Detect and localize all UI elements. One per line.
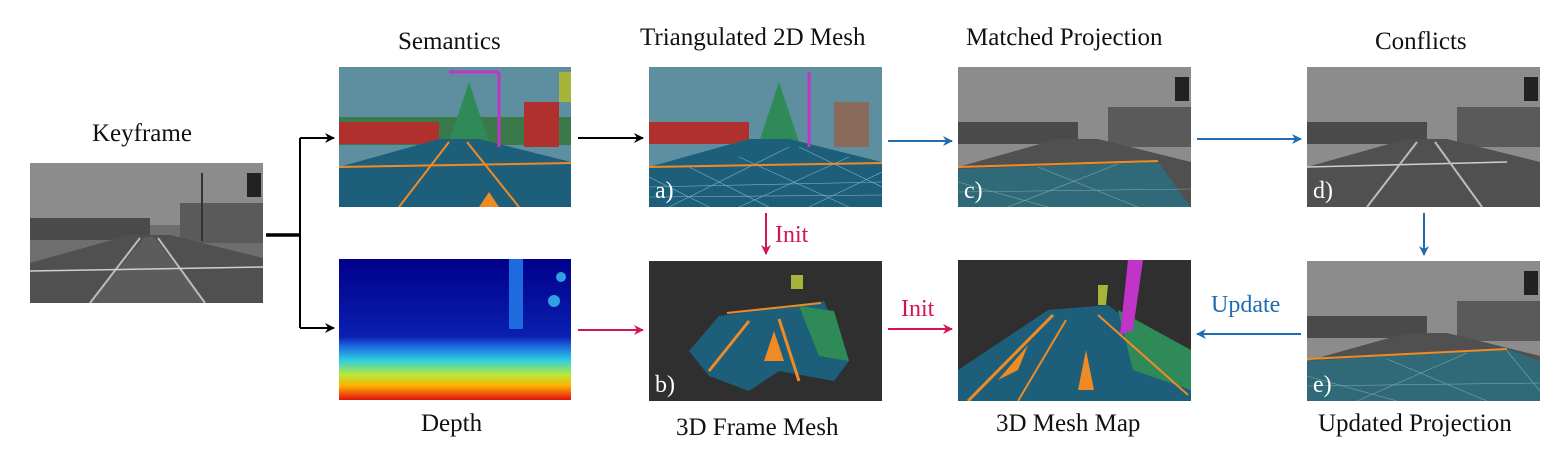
updated-label: Updated Projection	[1318, 410, 1512, 437]
update-label: Update	[1211, 292, 1281, 318]
semantics-image	[339, 67, 571, 207]
conflicts-image: d)	[1307, 67, 1540, 207]
depth-image	[339, 259, 571, 400]
keyframe-label: Keyframe	[92, 120, 192, 147]
keyframe-image	[30, 163, 263, 303]
depth-label: Depth	[421, 410, 483, 437]
conflicts-label: Conflicts	[1375, 28, 1467, 55]
init-down-label: Init	[775, 222, 809, 248]
triangulated-label: Triangulated 2D Mesh	[640, 24, 866, 51]
tag-b: b)	[655, 372, 675, 398]
matched-projection-image: c)	[958, 67, 1191, 207]
mesh-map-label: 3D Mesh Map	[996, 410, 1141, 437]
tag-a: a)	[655, 178, 674, 204]
tag-e: e)	[1313, 372, 1332, 398]
semantics-label: Semantics	[398, 28, 501, 55]
updated-projection-image: e)	[1307, 261, 1540, 401]
mesh-map-image	[958, 260, 1191, 401]
frame-mesh-image: b)	[649, 261, 882, 401]
triangulated-mesh-image: a)	[649, 67, 882, 207]
tag-c: c)	[964, 178, 983, 204]
frame-mesh-label: 3D Frame Mesh	[676, 414, 839, 441]
matched-label: Matched Projection	[966, 24, 1163, 51]
keyframe-split-arrow	[266, 133, 335, 333]
tag-d: d)	[1313, 178, 1333, 204]
init-right-label: Init	[901, 296, 935, 322]
